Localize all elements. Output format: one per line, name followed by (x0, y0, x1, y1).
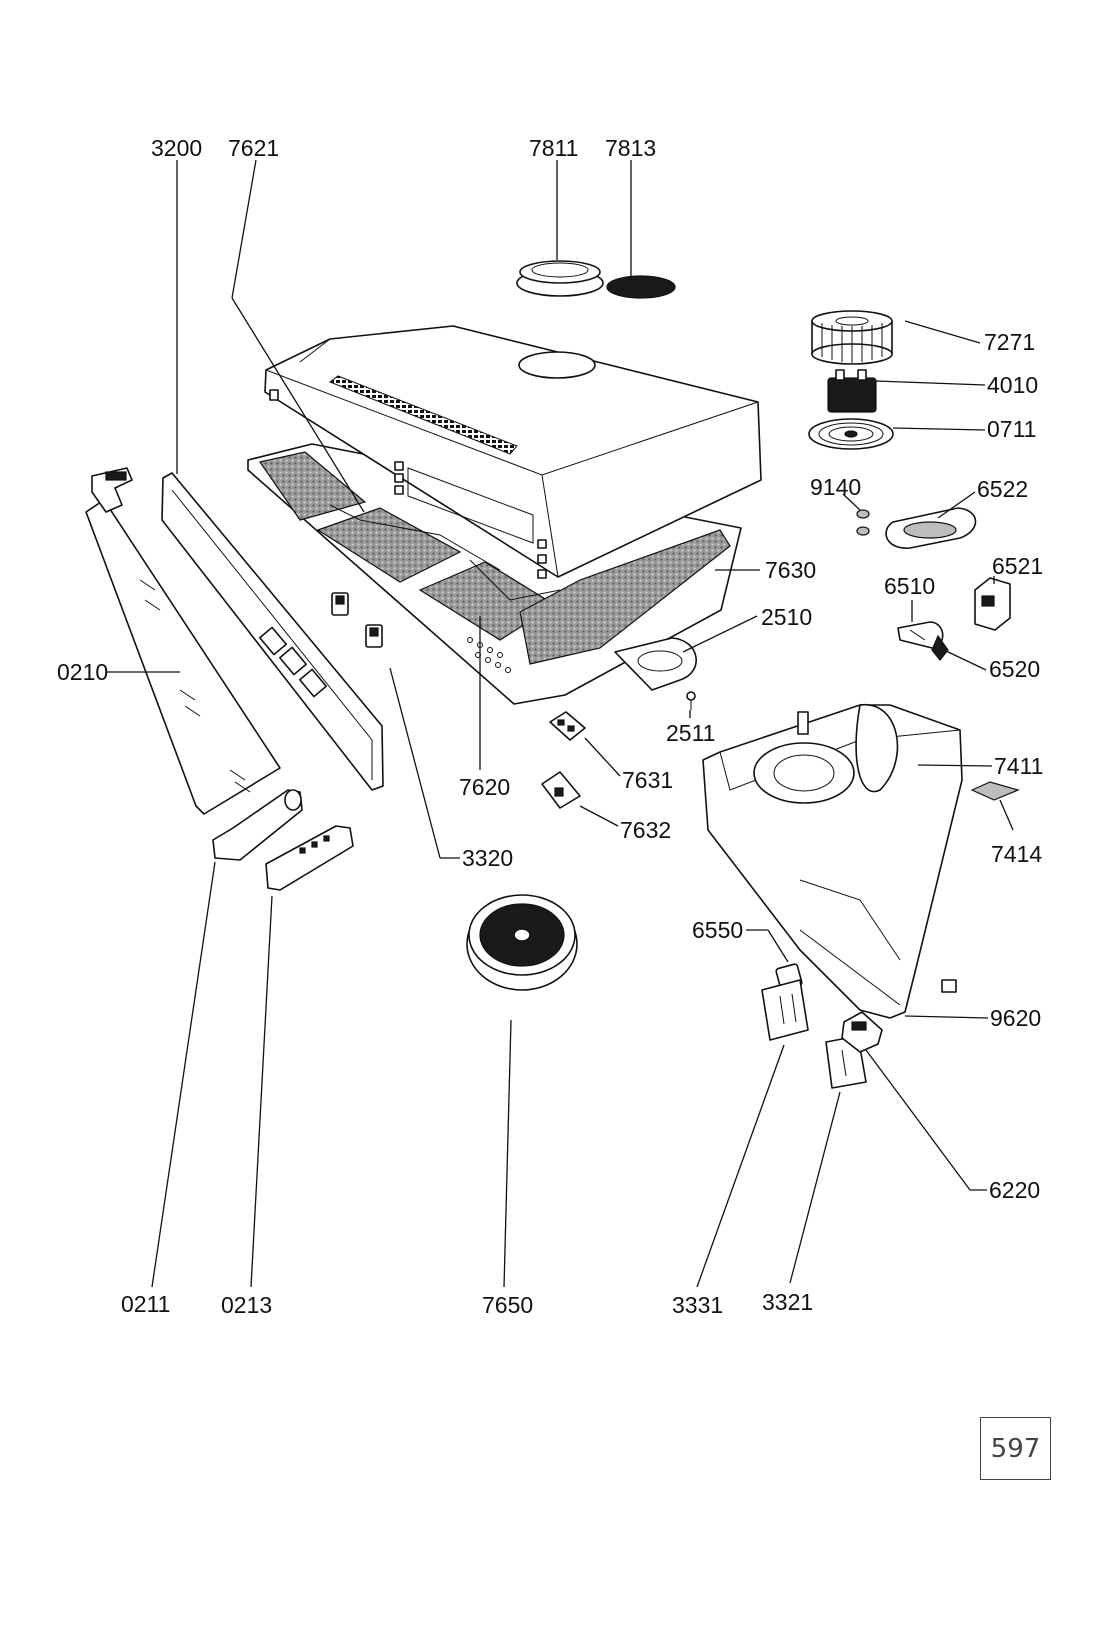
callout-9140: 9140 (810, 474, 861, 500)
leader-0711 (892, 427, 986, 431)
part-0711-grille (808, 418, 894, 450)
part-7811-filter-ring (516, 260, 604, 297)
leader-2510 (682, 615, 758, 653)
part-7813-disc (606, 275, 676, 299)
part-0211-clip-bottom (212, 789, 303, 861)
part-4010-motor (827, 369, 877, 413)
callout-6520: 6520 (989, 656, 1040, 682)
callout-7414: 7414 (991, 841, 1042, 867)
part-7271-fan-wheel (811, 310, 893, 365)
part-6510-bulb (897, 621, 949, 661)
hood-body (264, 325, 762, 579)
callout-6522: 6522 (977, 476, 1028, 502)
leader-7271 (904, 320, 981, 344)
part-3331-bracket (761, 979, 809, 1041)
part-2511-screw (686, 691, 696, 710)
callout-9620: 9620 (990, 1005, 1041, 1031)
leader-7650 (503, 1019, 512, 1288)
leader-7632 (579, 805, 619, 827)
callout-7411: 7411 (994, 753, 1043, 779)
leader-3331 (696, 1044, 785, 1288)
part-0213-control-housing (265, 825, 354, 891)
callout-7630: 7630 (765, 557, 816, 583)
part-7414-flap (970, 781, 1020, 801)
part-0211-clip-top (91, 467, 133, 513)
leader-7631 (584, 737, 621, 777)
callout-7813: 7813 (605, 135, 656, 161)
callout-7632: 7632 (620, 817, 671, 843)
callout-0213: 0213 (221, 1292, 272, 1318)
page-number: 597 (990, 1433, 1041, 1464)
callout-6220: 6220 (989, 1177, 1040, 1203)
callout-3321: 3321 (762, 1289, 813, 1315)
callout-3331: 3331 (672, 1292, 723, 1318)
part-7650-charcoal-filter (466, 894, 578, 991)
callout-7620: 7620 (459, 774, 510, 800)
leader-6522 (937, 491, 976, 519)
frame-perforations (467, 637, 511, 673)
part-6522-lens (885, 507, 977, 549)
part-7411-fan-housing (702, 704, 963, 1019)
part-9140-knobs (856, 509, 870, 536)
page-number-box: 597 (980, 1417, 1051, 1480)
leader-6220 (865, 1049, 971, 1191)
leader-6550b (767, 929, 789, 963)
leader-0213 (250, 895, 273, 1288)
callout-7271: 7271 (984, 329, 1035, 355)
leader-0211 (151, 861, 216, 1288)
leader-7411 (917, 764, 993, 767)
callout-6550: 6550 (692, 917, 743, 943)
part-2510-tray (614, 637, 697, 691)
part-7631-switch (549, 711, 586, 741)
leader-7621b (231, 297, 365, 513)
callout-3320: 3320 (462, 845, 513, 871)
leader-3321 (789, 1091, 841, 1284)
leader-lines (107, 159, 1014, 1288)
leader-4010 (875, 380, 986, 386)
part-7632-switch (541, 771, 581, 809)
leader-7621 (231, 159, 257, 299)
callout-7811: 7811 (529, 135, 578, 161)
callout-2510: 2510 (761, 604, 812, 630)
leader-7414 (999, 799, 1014, 831)
callout-0711: 0711 (987, 416, 1036, 442)
callout-7631: 7631 (622, 767, 673, 793)
callout-6510: 6510 (884, 573, 935, 599)
callout-0210: 0210 (57, 659, 108, 685)
part-6220-switch (841, 1011, 883, 1053)
part-3200-front-panel (161, 472, 384, 791)
part-6521-lamp-holder (974, 577, 1011, 631)
callout-7650: 7650 (482, 1292, 533, 1318)
leader-9620 (904, 1015, 989, 1019)
leader-3320 (389, 667, 441, 859)
callout-2511: 2511 (666, 720, 715, 746)
callout-3200: 3200 (151, 135, 202, 161)
callout-6521: 6521 (992, 553, 1043, 579)
leader-9140 (842, 493, 861, 511)
callout-4010: 4010 (987, 372, 1038, 398)
callout-7621: 7621 (228, 135, 279, 161)
callout-0211: 0211 (121, 1291, 170, 1317)
callout-labels: 3200 7621 7811 7813 7271 4010 0711 9140 … (57, 135, 1043, 1318)
leader-6520 (943, 649, 987, 671)
part-3320-clips (331, 592, 383, 648)
